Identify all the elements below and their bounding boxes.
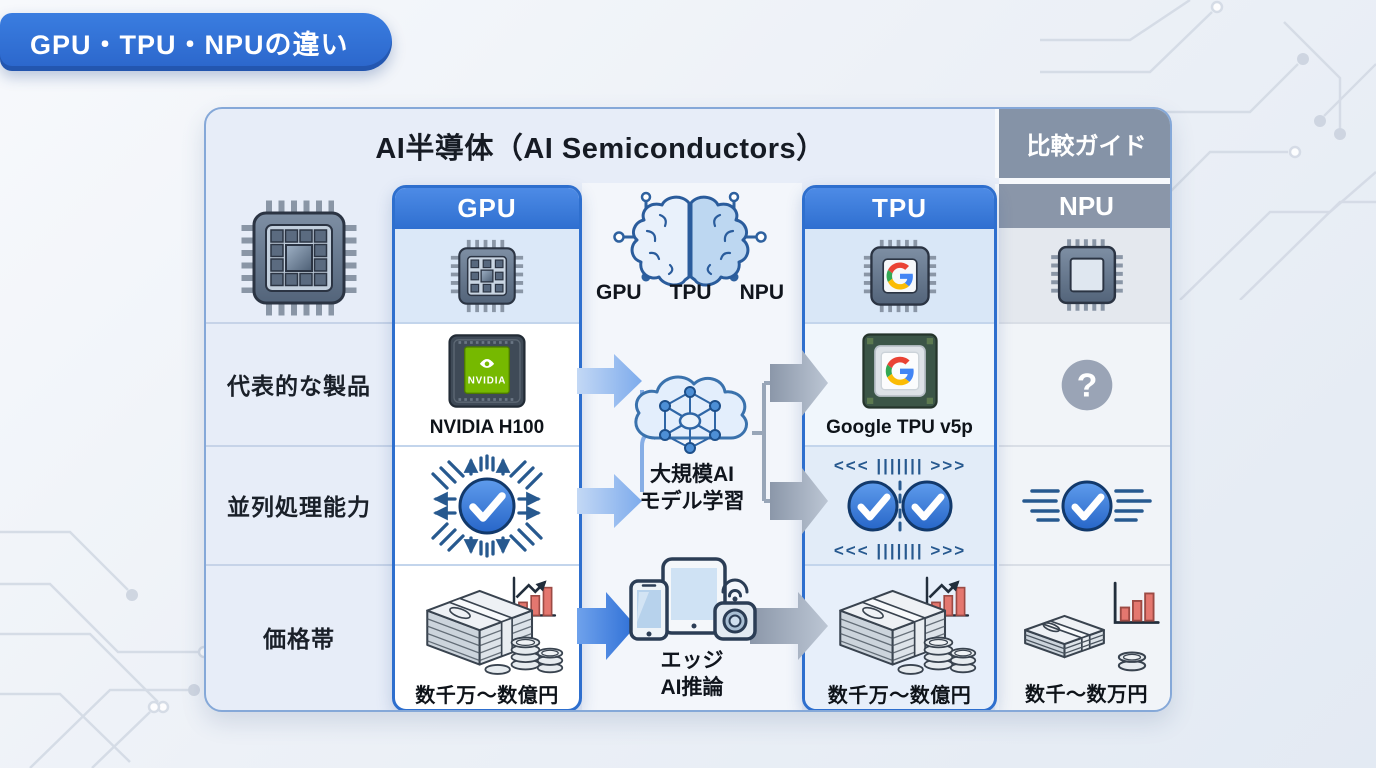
center-label-gpu: GPU <box>596 281 642 304</box>
npu-cell-price: 数千〜数万円 <box>999 566 1170 710</box>
cell-divider <box>395 564 579 566</box>
training-label-line1: 大規模AI <box>650 463 734 486</box>
edge-devices-icon <box>629 557 757 641</box>
cell-divider <box>805 564 994 566</box>
tpu-cell-price: 数千万〜数億円 <box>805 566 994 709</box>
gpu-column-card: GPU <box>392 185 582 710</box>
svg-text:<<< ||||||| >>>: <<< ||||||| >>> <box>833 541 965 560</box>
money-stack-icon <box>838 576 976 675</box>
cloud-neural-network-icon <box>634 375 748 454</box>
npu-chip-icon <box>1050 239 1123 311</box>
tpu-column-card: TPU <box>802 185 997 710</box>
tpu-cell-parallel: <<< ||||||| >>> <<< ||||||| >>> <box>805 447 994 564</box>
svg-text:<<< ||||||| >>>: <<< ||||||| >>> <box>833 456 965 475</box>
svg-text:?: ? <box>1076 366 1097 404</box>
tpu-cell-product: Google TPU v5p <box>805 324 994 445</box>
gpu-chip-icon <box>450 239 524 312</box>
google-tpu-chip-icon <box>861 333 938 409</box>
edge-label-line1: エッジ <box>660 649 724 672</box>
npu-parallel-check-icon <box>1021 480 1152 531</box>
row-divider <box>999 322 1170 324</box>
row-divider <box>206 445 392 447</box>
edge-label: エッジ AI推論 <box>582 647 802 701</box>
title-banner: GPU・TPU・NPUの違い <box>0 13 392 71</box>
center-chip-labels: GPU TPU NPU <box>584 281 796 305</box>
cell-divider <box>805 445 994 447</box>
row-label-product: 代表的な製品 <box>227 372 371 399</box>
google-chip-icon <box>863 239 936 312</box>
cpu-chip-large-icon <box>241 200 357 316</box>
row-divider <box>999 564 1170 566</box>
tpu-cell-chip <box>805 229 994 322</box>
money-small-icon <box>1023 581 1160 671</box>
edge-label-line2: AI推論 <box>660 676 724 699</box>
npu-column-header: NPU <box>995 184 1170 228</box>
tpu-parallel-check-icon: <<< ||||||| >>> <<< ||||||| >>> <box>833 456 965 560</box>
npu-cell-product: ? <box>999 324 1170 445</box>
row-divider <box>206 322 392 324</box>
gpu-cell-product: NVIDIA NVIDIA H100 <box>395 324 579 445</box>
row-divider <box>999 445 1170 447</box>
row-label-price: 価格帯 <box>263 626 335 652</box>
guide-header-divider <box>999 178 1170 184</box>
npu-column: ? <box>995 228 1170 710</box>
tpu-column-header: TPU <box>805 188 994 229</box>
ai-brain-circuit-icon <box>613 191 767 287</box>
comparison-table: AI半導体（AI Semiconductors） 比較ガイド NPU <box>204 107 1172 712</box>
gpu-price-label: 数千万〜数億円 <box>415 684 559 707</box>
guide-header: 比較ガイド <box>995 109 1170 178</box>
center-label-npu: NPU <box>739 281 784 304</box>
flow-arrows <box>577 350 828 660</box>
svg-text:NVIDIA: NVIDIA <box>468 375 507 386</box>
gpu-cell-price: 数千万〜数億円 <box>395 566 579 709</box>
gpu-cell-chip <box>395 229 579 322</box>
page-title: GPU・TPU・NPUの違い <box>30 29 349 60</box>
cell-divider <box>395 322 579 324</box>
cell-divider <box>805 322 994 324</box>
npu-cell-chip <box>999 228 1170 322</box>
gpu-column-header: GPU <box>395 188 579 229</box>
tpu-price-label: 数千万〜数億円 <box>827 684 972 707</box>
gpu-parallel-check-icon <box>431 453 543 558</box>
npu-price-label: 数千〜数万円 <box>1025 683 1148 706</box>
question-mark-icon: ? <box>1061 359 1112 410</box>
money-stack-icon <box>426 576 564 675</box>
gpu-product-label: NVIDIA H100 <box>429 417 545 438</box>
gpu-cell-parallel <box>395 447 579 564</box>
tpu-product-label: Google TPU v5p <box>826 417 973 438</box>
table-main-header: AI半導体（AI Semiconductors） <box>375 133 826 165</box>
row-label-parallel: 並列処理能力 <box>227 493 371 520</box>
training-label: 大規模AI モデル学習 <box>582 461 802 515</box>
training-label-line2: モデル学習 <box>639 490 745 513</box>
cell-divider <box>395 445 579 447</box>
nvidia-h100-chip-icon: NVIDIA <box>448 334 526 408</box>
row-divider <box>206 564 392 566</box>
center-label-tpu: TPU <box>669 281 712 304</box>
npu-cell-parallel <box>999 447 1170 564</box>
